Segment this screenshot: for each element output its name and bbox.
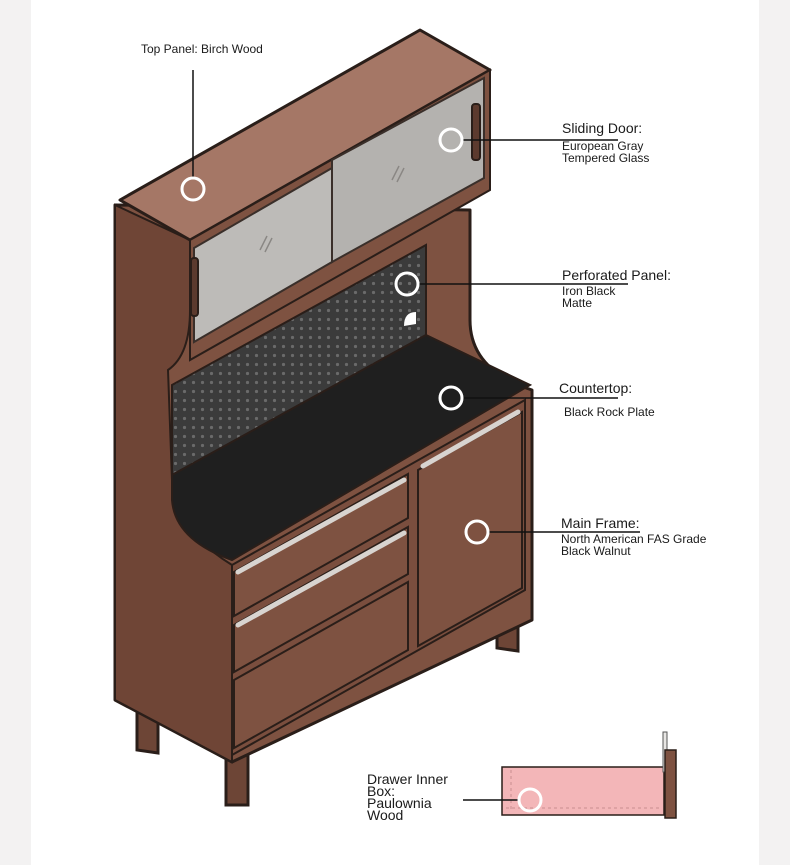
callout-perforated-panel: Perforated Panel: Iron Black Matte [562,267,671,309]
perforated-panel-detail-1: Iron Black [562,284,616,298]
drawer-box-inset [501,731,677,819]
perforated-panel-detail-2: Matte [562,296,593,310]
door-handle-left [190,257,199,317]
countertop-title: Countertop: [559,380,633,396]
marker-main-frame [464,519,490,545]
marker-sliding-door [438,127,464,153]
drawer-box-line-3: Paulownia [367,795,432,811]
drawer-box-line-1: Drawer Inner [367,771,448,787]
top-panel-title: Top Panel: Birch Wood [141,42,263,56]
glass-door-right [331,76,485,264]
callout-top-panel: Top Panel: Birch Wood [141,43,263,55]
callout-countertop: Countertop: Black Rock Plate [559,380,655,418]
countertop-detail-1: Black Rock Plate [564,405,655,419]
sliding-door-detail-2: Tempered Glass [562,151,650,165]
door-handle-right [471,103,481,161]
glass-glint [259,165,405,253]
sliding-door-detail-1: European Gray [562,139,644,153]
drawer-box-line-4: Wood [367,807,404,823]
perforated-panel-title: Perforated Panel: [562,267,671,283]
callout-drawer-box: Drawer Inner Box: Paulownia Wood [367,771,448,823]
panel-tag-icon [404,312,416,326]
sliding-door-title: Sliding Door: [562,120,643,136]
marker-top-panel [180,176,206,202]
drawer-bottom [233,580,409,750]
main-frame-detail-2: Black Walnut [561,544,631,558]
drawer-pulls [235,409,521,628]
drawer-box-line-2: Box: [367,783,396,799]
callout-main-frame: Main Frame: North American FAS Grade Bla… [561,515,706,557]
main-frame-detail-1: North American FAS Grade [561,532,707,546]
drawer-top [233,472,409,618]
leader-lines [192,70,640,801]
marker-countertop [438,385,464,411]
marker-perforated-panel [394,271,420,297]
callout-markers [180,127,543,813]
main-frame-title: Main Frame: [561,515,640,531]
callout-sliding-door: Sliding Door: European Gray Tempered Gla… [562,120,649,164]
drawer-middle [233,525,409,674]
marker-drawer-box [517,787,543,813]
